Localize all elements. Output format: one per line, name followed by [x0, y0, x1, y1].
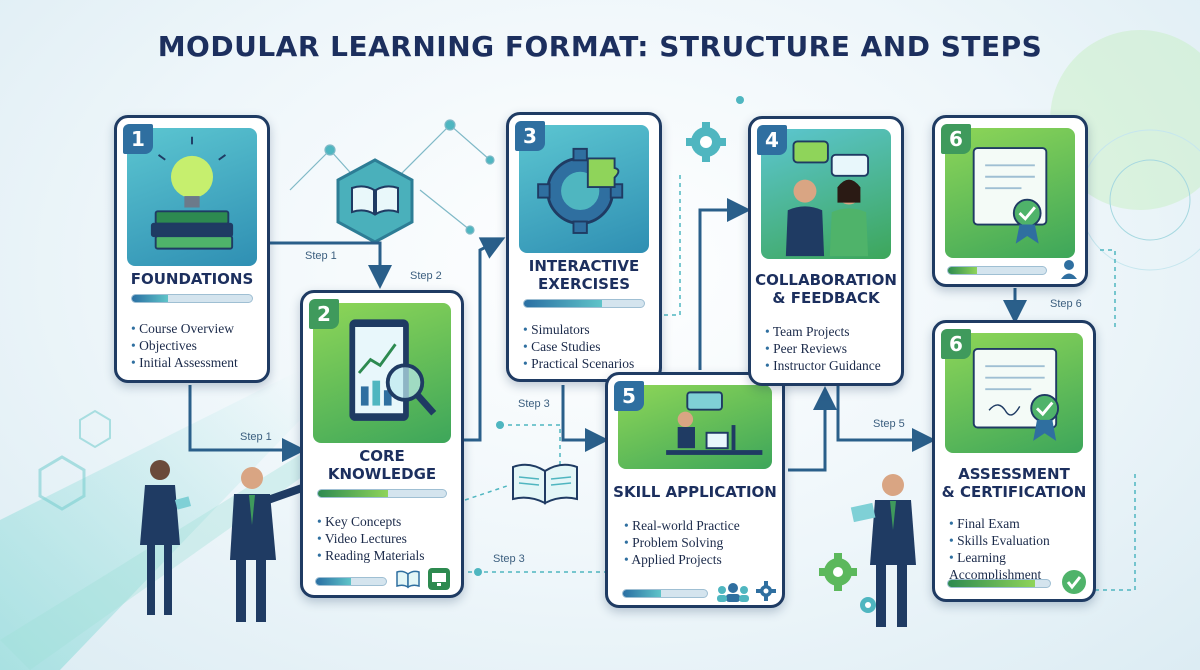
card-title-line1: ASSESSMENT [958, 465, 1070, 483]
gear-icon [686, 122, 726, 162]
module-card-core-knowledge[interactable]: 2 CORE KNOWLEDGE Key Concepts Video Lect… [300, 290, 464, 598]
user-icon [1061, 260, 1077, 279]
step-label: Step 2 [410, 270, 442, 282]
module-card-interactive-exercises[interactable]: 3 INTERACTIVE EXERCISES Simulators Case … [506, 112, 662, 382]
certificate-icon [945, 128, 1075, 258]
footer-progress-bar [622, 589, 708, 598]
progress-fill [316, 578, 351, 585]
settings-gear-icon [756, 581, 776, 601]
module-card-assessment-certification[interactable]: 6 ASSESSMENT & CERTIFICATION Final Exam … [932, 320, 1096, 602]
step-number-badge: 6 [941, 329, 971, 359]
open-book-icon [351, 185, 399, 216]
tablet-chart-magnifier-icon [313, 303, 451, 443]
card-title-line2: & FEEDBACK [772, 289, 880, 307]
step-label: Step 5 [873, 418, 905, 430]
list-item: Real-world Practice [624, 517, 774, 534]
card-items: Real-world Practice Problem Solving Appl… [624, 517, 774, 568]
list-item: Problem Solving [624, 534, 774, 551]
list-item: Simulators [523, 321, 651, 338]
progress-fill [948, 267, 978, 274]
step-number-badge: 4 [757, 125, 787, 155]
page-title: MODULAR LEARNING FORMAT: STRUCTURE AND S… [157, 30, 1043, 63]
progress-fill [948, 580, 1035, 587]
list-item: Team Projects [765, 323, 893, 340]
card-items: Key Concepts Video Lectures Reading Mate… [317, 513, 453, 564]
module-card-foundations[interactable]: 1 FOUNDATIONS Course Overview Objectives… [114, 115, 270, 383]
team-icon [717, 583, 749, 602]
step-label: Step 1 [240, 431, 272, 443]
list-item: Case Studies [523, 338, 651, 355]
progress-bar [131, 294, 253, 303]
card-items: Team Projects Peer Reviews Instructor Gu… [765, 323, 893, 374]
card-title-line1: COLLABORATION [755, 271, 897, 289]
step-label: Step 6 [1050, 298, 1082, 310]
step-number-badge: 1 [123, 124, 153, 154]
progress-bar [317, 489, 447, 498]
card-title-line2: KNOWLEDGE [327, 465, 437, 483]
progress-bar [947, 579, 1051, 588]
list-item: Key Concepts [317, 513, 453, 530]
progress-fill [132, 295, 168, 302]
list-item: Skills Evaluation [949, 532, 1085, 549]
step-number-badge: 6 [941, 124, 971, 154]
step-label: Step 1 [305, 250, 337, 262]
list-item: Course Overview [131, 320, 259, 337]
card-title-line2: EXERCISES [537, 275, 631, 293]
card-title: SKILL APPLICATION [613, 483, 777, 501]
progress-fill [524, 300, 602, 307]
list-item: Initial Assessment [131, 354, 259, 371]
step-number-badge: 2 [309, 299, 339, 329]
progress-bar [523, 299, 645, 308]
list-item: Instructor Guidance [765, 357, 893, 374]
card-items: Simulators Case Studies Practical Scenar… [523, 321, 651, 372]
list-item: Practical Scenarios [523, 355, 651, 372]
list-item: Peer Reviews [765, 340, 893, 357]
list-item: Learning Accomplishment [949, 549, 1085, 583]
book-icon [396, 570, 420, 589]
reading-book-icon [512, 463, 578, 505]
module-card-skill-application[interactable]: 5 SKILL APPLICATION Real-world Practice … [605, 372, 785, 608]
presenter-man-figure [230, 467, 304, 622]
checkmark-icon [1062, 570, 1086, 594]
people-chat-icon [761, 129, 891, 259]
card-items: Final Exam Skills Evaluation Learning Ac… [949, 515, 1085, 583]
list-item: Applied Projects [624, 551, 774, 568]
woman-with-tablet-figure [140, 460, 192, 615]
module-card-certificate-top[interactable]: 6 [932, 115, 1088, 287]
progress-fill [318, 490, 389, 497]
card-title: FOUNDATIONS [130, 270, 254, 288]
man-with-tablet-figure [850, 474, 916, 627]
module-card-collaboration-feedback[interactable]: 4 COLLABORATION & FEEDBACK Team Projects… [748, 116, 904, 386]
person-at-desk-icon [618, 385, 772, 469]
list-item: Final Exam [949, 515, 1085, 532]
card-title-line1: CORE [359, 447, 405, 465]
card-title-line1: INTERACTIVE [528, 257, 640, 275]
list-item: Objectives [131, 337, 259, 354]
step-number-badge: 3 [515, 121, 545, 151]
progress-fill [623, 590, 661, 597]
progress-bar [947, 266, 1047, 275]
footer-progress-bar [315, 577, 387, 586]
list-item: Video Lectures [317, 530, 453, 547]
step-label: Step 3 [493, 553, 525, 565]
gear-icon-lower [819, 553, 857, 591]
certificate-icon [945, 333, 1083, 453]
card-items: Course Overview Objectives Initial Asses… [131, 320, 259, 371]
step-number-badge: 5 [614, 381, 644, 411]
monitor-icon [428, 568, 450, 590]
step-label: Step 3 [518, 398, 550, 410]
card-title-line2: & CERTIFICATION [941, 483, 1087, 501]
list-item: Reading Materials [317, 547, 453, 564]
